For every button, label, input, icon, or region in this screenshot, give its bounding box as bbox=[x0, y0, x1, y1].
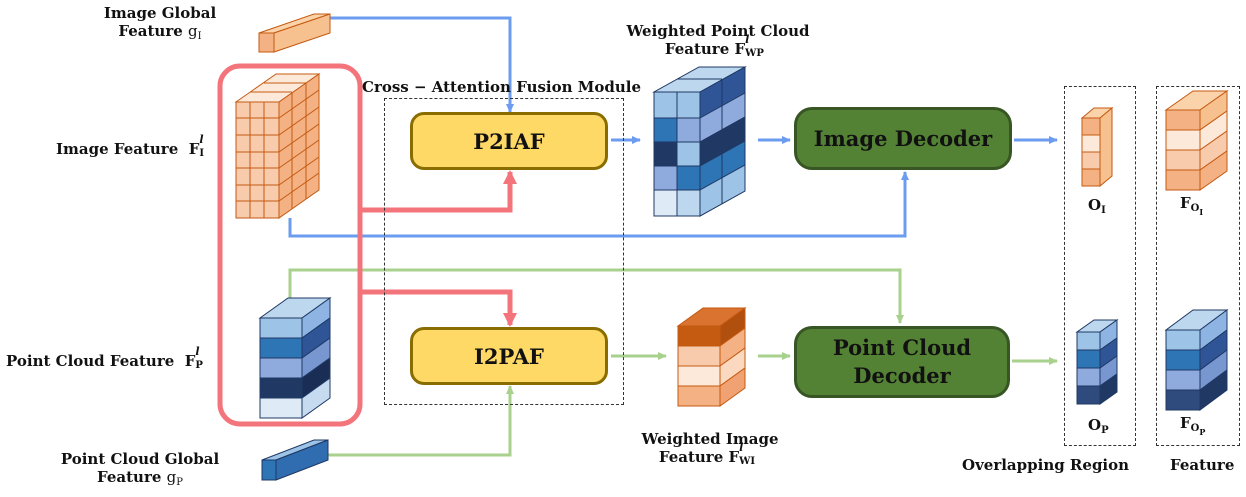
overlapping-region-label: Overlapping Region bbox=[962, 456, 1130, 474]
foi-symbol: F bbox=[1180, 194, 1191, 212]
red-arrows bbox=[360, 170, 517, 327]
feature-frame bbox=[1156, 86, 1240, 446]
weighted-image-stack bbox=[676, 307, 747, 407]
overlapping-region-frame bbox=[1064, 86, 1136, 446]
image-feature-symbol: F bbox=[188, 140, 200, 158]
feature-fop-stack bbox=[1164, 309, 1229, 411]
feature-group-frame bbox=[217, 63, 363, 427]
weighted-img-symbol: F bbox=[728, 448, 740, 466]
arrow-global-image-to-p2iaf bbox=[330, 16, 514, 113]
fop-subsub: P bbox=[1199, 427, 1206, 437]
point-cloud-global-feature-block bbox=[261, 439, 329, 481]
i2paf-module: I2PAF bbox=[410, 327, 608, 385]
image-decoder-module: Image Decoder bbox=[794, 107, 1012, 170]
weighted-img-line2: Feature bbox=[658, 448, 724, 466]
image-feature-sup: l bbox=[199, 133, 204, 146]
point-cloud-feature-stack bbox=[258, 297, 332, 419]
image-global-line1: Image Global bbox=[103, 4, 217, 22]
foi-sub: O bbox=[1190, 203, 1200, 214]
image-global-sub: I bbox=[197, 31, 202, 42]
point-cloud-global-label: Point Cloud Global Feature gP bbox=[50, 450, 230, 492]
cross-attention-frame bbox=[384, 98, 624, 405]
pc-decoder-line2: Decoder bbox=[853, 363, 951, 388]
point-cloud-decoder-module: Point Cloud Decoder bbox=[794, 326, 1010, 398]
arrow-pc-feature-to-pc-decoder bbox=[288, 268, 904, 324]
point-cloud-feature-sup: l bbox=[195, 345, 200, 358]
pc-decoder-line1: Point Cloud bbox=[832, 335, 972, 360]
arrow-red-to-i2paf bbox=[360, 289, 517, 327]
green-arrows bbox=[288, 268, 1058, 457]
feature-foi-stack bbox=[1164, 90, 1229, 191]
point-cloud-global-sub: P bbox=[176, 477, 183, 488]
weighted-pc-line2: Feature bbox=[664, 40, 730, 58]
weighted-img-sub: WI bbox=[739, 456, 756, 467]
fop-label: FOP bbox=[1180, 414, 1205, 441]
weighted-img-line1: Weighted Image bbox=[641, 430, 779, 448]
image-global-line2: Feature bbox=[118, 22, 183, 40]
image-global-symbol: g bbox=[188, 22, 198, 40]
output-oi-stack bbox=[1080, 106, 1114, 188]
op-label: OP bbox=[1088, 416, 1109, 440]
point-cloud-global-line1: Point Cloud Global bbox=[60, 450, 220, 468]
point-cloud-global-symbol: g bbox=[166, 468, 177, 486]
output-op-stack bbox=[1075, 319, 1119, 405]
image-feature-sub: I bbox=[199, 148, 205, 159]
weighted-pc-line1: Weighted Point Cloud bbox=[626, 22, 810, 40]
cross-attention-label: Cross − Attention Fusion Module bbox=[362, 78, 642, 96]
fop-symbol: F bbox=[1180, 414, 1191, 432]
fop-sub: O bbox=[1190, 423, 1200, 434]
feature-label: Feature bbox=[1170, 456, 1235, 474]
point-cloud-global-line2-wrap: Feature gP bbox=[50, 468, 230, 492]
p2iaf-module: P2IAF bbox=[410, 112, 608, 170]
arrow-image-feature-to-image-decoder bbox=[288, 171, 909, 238]
image-global-feature-label: Image Global Feature gI bbox=[90, 4, 230, 46]
oi-symbol: O bbox=[1088, 196, 1102, 214]
foi-subsub: I bbox=[1199, 207, 1204, 217]
arrow-red-to-p2iaf bbox=[360, 170, 517, 213]
point-cloud-feature-text: Point Cloud Feature bbox=[6, 352, 175, 370]
image-global-line2-wrap: Feature gI bbox=[90, 22, 230, 46]
foi-label: FOI bbox=[1180, 194, 1203, 221]
weighted-point-cloud-cube bbox=[652, 66, 747, 217]
oi-sub: I bbox=[1101, 205, 1106, 216]
image-feature-cube bbox=[234, 73, 321, 219]
point-cloud-global-line2: Feature bbox=[97, 468, 162, 486]
image-feature-text: Image Feature bbox=[56, 140, 179, 158]
blue-arrows bbox=[288, 16, 1058, 238]
op-symbol: O bbox=[1088, 416, 1102, 434]
weighted-img-sup: l bbox=[739, 441, 744, 454]
op-sub: P bbox=[1101, 425, 1109, 436]
oi-label: OI bbox=[1088, 196, 1106, 220]
image-global-feature-block bbox=[258, 13, 331, 53]
arrow-global-pc-to-i2paf bbox=[328, 385, 514, 457]
point-cloud-feature-symbol: F bbox=[184, 352, 196, 370]
weighted-pc-sub: WP bbox=[745, 48, 764, 59]
weighted-pc-symbol: F bbox=[734, 40, 746, 58]
weighted-pc-sup: l bbox=[745, 33, 750, 46]
point-cloud-feature-sub: P bbox=[195, 360, 203, 371]
